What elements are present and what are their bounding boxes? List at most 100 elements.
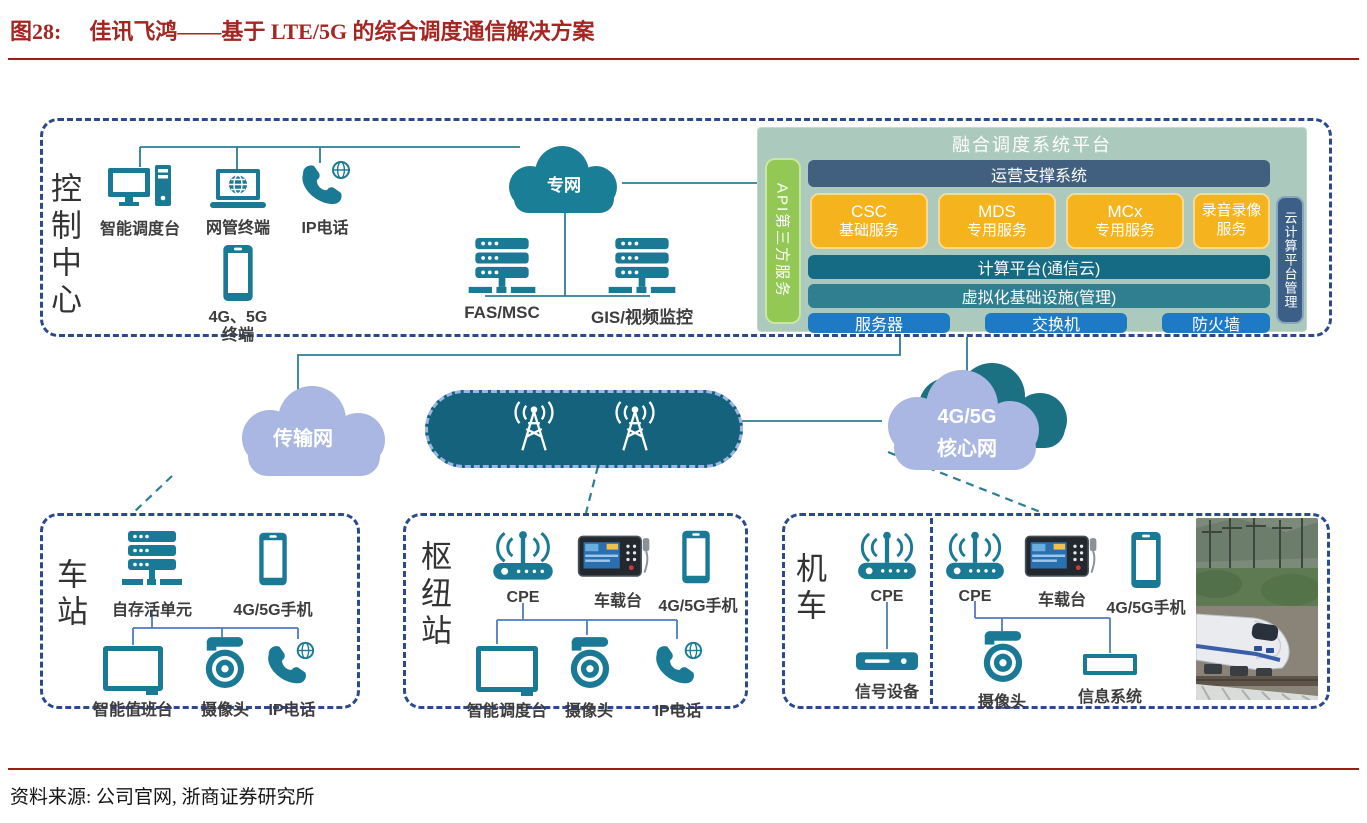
header-rule	[8, 58, 1359, 60]
service-mds-desc: 专用服务	[966, 222, 1027, 240]
ip-phone-label: IP电话	[301, 220, 349, 237]
loco-vehicle-radio-label: 车载台	[1037, 592, 1086, 609]
infra-firewall: 防火墙	[1162, 313, 1270, 334]
hub-vehicle-radio-icon	[577, 532, 651, 587]
signal-device-label: 信号设备	[854, 684, 919, 701]
service-csc-desc: 基础服务	[838, 222, 899, 240]
core-cloud-label-1: 4G/5G	[937, 406, 997, 428]
transmission-cloud-label: 传输网	[273, 428, 333, 450]
compute-platform-bar: 计算平台(通信云)	[808, 255, 1270, 279]
oss-bar: 运营支撑系统	[808, 160, 1270, 187]
station-camera-icon	[201, 637, 247, 696]
source-line: 资料来源: 公司官网, 浙商证券研究所	[10, 787, 315, 808]
hub-camera-label: 摄像头	[564, 703, 613, 720]
service-mcx: MCx 专用服务	[1066, 193, 1184, 249]
loco-camera-icon	[979, 631, 1025, 690]
service-csc-name: CSC	[851, 202, 887, 221]
hub-cpe-icon	[488, 527, 558, 590]
radio-tower-icon	[614, 401, 655, 451]
cloud-mgmt-label: 云计算平台管理	[1282, 211, 1298, 309]
figure-number: 图28:	[10, 19, 62, 44]
fas-msc-label: FAS/MSC	[464, 303, 540, 322]
train-photo	[1196, 518, 1318, 700]
service-csc: CSC 基础服务	[810, 193, 928, 249]
api-services-label: API第三方服务	[773, 183, 791, 299]
dispatch-console-icon	[107, 164, 175, 217]
loco-cpe-left-label: CPE	[870, 588, 904, 605]
mobile-terminal-icon	[222, 243, 254, 308]
loco-mobile-icon	[1130, 530, 1162, 595]
station-camera-label: 摄像头	[200, 702, 249, 719]
infra-switch: 交换机	[985, 313, 1127, 334]
network-terminal-label: 网管终端	[205, 220, 270, 237]
station-box	[40, 513, 360, 709]
footer-rule	[8, 768, 1359, 770]
hub-mobile-label: 4G/5G手机	[658, 598, 738, 615]
station-label: 车站	[52, 558, 87, 632]
survival-unit-icon	[122, 527, 182, 598]
private-network-cloud-label: 专网	[547, 176, 581, 195]
transmission-cloud: 传输网	[228, 386, 398, 487]
hub-ip-phone-icon	[650, 639, 704, 694]
infra-server: 服务器	[808, 313, 950, 334]
hub-mobile-icon	[681, 528, 711, 591]
service-recording-name: 录音录像	[1201, 202, 1262, 220]
duty-console-foot	[146, 691, 158, 695]
info-system-label: 信息系统	[1077, 689, 1142, 706]
figure-title-text: 佳讯飞鸿——基于 LTE/5G 的综合调度通信解决方案	[89, 19, 595, 44]
locomotive-box	[782, 513, 1330, 709]
control-center-box	[40, 118, 1332, 337]
base-station-capsule	[425, 390, 743, 468]
service-recording: 录音录像 服务	[1193, 193, 1270, 249]
duty-console-icon	[103, 646, 163, 691]
hub-cpe-label: CPE	[506, 589, 540, 606]
loco-camera-label: 摄像头	[977, 694, 1026, 711]
dispatch-console-label: 智能调度台	[99, 221, 180, 238]
api-services-bar: API第三方服务	[765, 158, 801, 324]
control-center-label: 控制中心	[46, 172, 81, 320]
survival-unit-label: 自存活单元	[111, 602, 192, 619]
cloud-mgmt-bar: 云计算平台管理	[1276, 196, 1304, 324]
service-mds: MDS 专用服务	[938, 193, 1056, 249]
figure-title: 图28: 佳讯飞鸿——基于 LTE/5G 的综合调度通信解决方案	[10, 14, 1210, 46]
locomotive-divider	[930, 518, 933, 704]
fas-msc-icon	[464, 238, 540, 303]
info-system-icon	[1083, 654, 1137, 675]
mobile-terminal-label-1: 4G、5G	[208, 309, 268, 326]
station-mobile-icon	[258, 530, 288, 593]
core-cloud-label-2: 核心网	[937, 438, 997, 460]
station-mobile-label: 4G/5G手机	[233, 602, 313, 619]
loco-cpe-right-label: CPE	[958, 588, 992, 605]
loco-mobile-label: 4G/5G手机	[1106, 600, 1186, 617]
private-network-cloud: 专网	[500, 145, 628, 222]
service-recording-desc: 服务	[1216, 221, 1247, 238]
loco-cpe-left-icon	[853, 527, 921, 590]
mobile-terminal-label-2: 终端	[221, 327, 254, 344]
virtualization-bar: 虚拟化基础设施(管理)	[808, 284, 1270, 308]
radio-tower-icon	[513, 401, 554, 451]
loco-cpe-right-icon	[941, 527, 1009, 590]
station-ip-phone-icon	[262, 639, 316, 694]
hub-camera-icon	[566, 637, 612, 696]
hub-vehicle-radio-label: 车载台	[593, 593, 642, 610]
signal-device-icon	[856, 650, 918, 679]
station-ip-phone-label: IP电话	[268, 702, 316, 719]
gis-video-icon	[604, 238, 680, 303]
network-terminal-icon	[207, 168, 269, 217]
service-mds-name: MDS	[978, 202, 1016, 221]
locomotive-label: 机车	[791, 552, 826, 626]
hub-station-label: 枢纽站	[416, 540, 451, 651]
duty-console-label: 智能值班台	[92, 702, 173, 719]
hub-dispatch-console-label: 智能调度台	[466, 703, 547, 720]
gis-video-label: GIS/视频监控	[590, 308, 693, 327]
service-mcx-desc: 专用服务	[1094, 222, 1155, 240]
hub-ip-phone-label: IP电话	[654, 703, 702, 720]
core-network-cloud: 4G/5G 核心网	[872, 358, 1087, 497]
service-mcx-name: MCx	[1107, 202, 1143, 221]
platform-title: 融合调度系统平台	[952, 135, 1112, 155]
hub-dispatch-console-foot	[521, 692, 533, 696]
hub-dispatch-console-icon	[476, 646, 538, 692]
ip-phone-icon	[296, 160, 352, 213]
hub-station-box	[403, 513, 748, 709]
